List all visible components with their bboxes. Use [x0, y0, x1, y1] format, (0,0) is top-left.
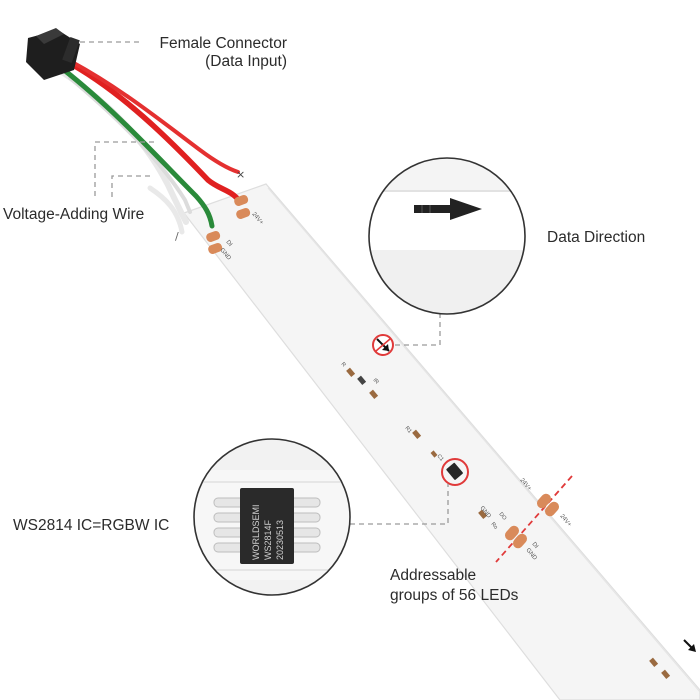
strip-mark-di-cut: DI	[530, 541, 539, 550]
red-wire-2	[70, 60, 240, 174]
leader-lines	[80, 41, 449, 525]
leader-voltage-wire-1	[94, 141, 154, 200]
female-connector-label: Female Connector	[159, 35, 287, 52]
strip-mark-24v-cut-right: 24V+	[558, 513, 572, 528]
wires: × /	[59, 57, 245, 243]
voltage-adding-wire-white	[147, 185, 185, 235]
ic-marker	[441, 458, 469, 486]
ic-label: WS2814 IC=RGBW IC	[13, 517, 170, 534]
strip-mark-r: R	[339, 361, 346, 368]
addressable-label-line1: Addressable	[390, 567, 477, 584]
leader-direction	[395, 312, 441, 346]
white-wire-2	[68, 76, 192, 214]
strip-mark-ro: Ro	[489, 521, 498, 530]
data-direction-label: Data Direction	[547, 229, 646, 246]
wire-end-x: ×	[236, 168, 245, 181]
female-connector	[26, 28, 80, 80]
ic-chip	[240, 488, 294, 564]
ic-pins-left	[213, 497, 245, 553]
ic-zoom: WORLDSEMI WS2814F 20230513	[193, 438, 351, 596]
arrow-right-icon	[414, 198, 482, 220]
cut-line	[495, 475, 573, 563]
red-wire	[61, 57, 243, 205]
strip-mark-r1: R1	[403, 425, 412, 434]
direction-marker	[372, 334, 394, 356]
strip-mark-di-top: DI	[224, 239, 233, 248]
chip-text-line2: WS2814F	[263, 519, 273, 560]
chip-text-line3: 20230513	[275, 520, 285, 560]
bottom-direction-arrow	[683, 639, 696, 652]
voltage-adding-wire-label: Voltage-Adding Wire	[3, 206, 145, 223]
strip-mark-do: DO	[497, 511, 507, 522]
addressable-label-line2: groups of 56 LEDs	[390, 587, 519, 604]
strip-mark-ir: IR	[371, 377, 379, 385]
strip-components: R IR R1 C1 Ro DO	[339, 361, 671, 679]
leader-voltage-wire-2	[111, 175, 150, 200]
led-strip	[183, 183, 700, 700]
green-wire	[61, 67, 215, 229]
data-direction-zoom	[368, 157, 526, 315]
wire-end-slash: /	[175, 230, 179, 243]
strip-mark-c1: C1	[435, 453, 444, 462]
data-input-label: (Data Input)	[205, 53, 287, 70]
chip-text-line1: WORLDSEMI	[251, 504, 261, 560]
